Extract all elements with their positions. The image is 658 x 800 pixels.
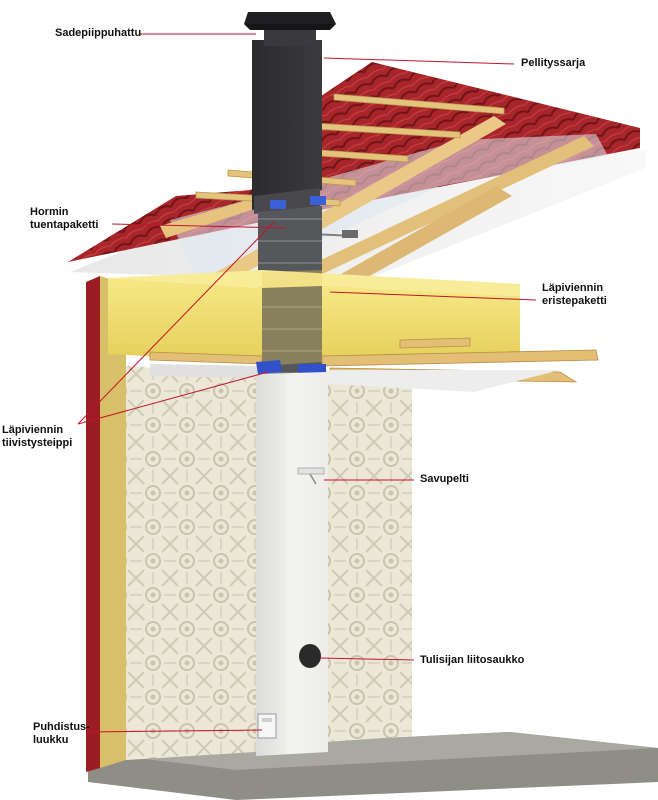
damper-handle (297, 467, 325, 485)
flue-connection-opening (299, 644, 321, 668)
label-lapiviennin-eristepaketti: Läpiviennin eristepaketti (542, 282, 607, 308)
leader-lines (77, 33, 537, 733)
cleaning-door (257, 713, 277, 739)
floor-top (88, 732, 658, 770)
label-text-line-1: Läpiviennin (542, 282, 604, 294)
label-pellityssarja: Pellityssarja (521, 57, 585, 70)
label-text: Pellityssarja (521, 57, 586, 69)
label-text-line-2: luukku (33, 734, 69, 746)
label-tulisijan-liitosaukko: Tulisijan liitosaukko (420, 654, 524, 667)
label-text-line-2: eristepaketti (542, 295, 607, 307)
rain-cap (244, 12, 336, 46)
wallpaper-wall-right (326, 380, 412, 742)
attic-insulation (108, 270, 520, 366)
wall-cladding (86, 276, 100, 772)
label-savupelti: Savupelti (420, 473, 469, 486)
label-puhdistusluukku: Puhdistus- luukku (33, 721, 90, 747)
wall-insulation (100, 276, 126, 768)
label-sadepiippuhattu: Sadepiippuhattu (55, 27, 141, 40)
ceiling-panel-right (322, 370, 560, 392)
label-text: Tulisijan liitosaukko (420, 654, 525, 666)
ceiling-panel-left (150, 364, 262, 378)
label-text-line-2: tiivistysteippi (2, 437, 73, 449)
label-text-line-2: tuentapaketti (30, 219, 99, 231)
label-text-line-1: Puhdistus- (33, 721, 90, 733)
chimney-brick-section (258, 206, 322, 378)
label-text: Sadepiippuhattu (55, 27, 142, 39)
label-hormin-tuentapaketti: Hormin tuentapaketti (30, 206, 98, 232)
label-lapiviennin-tiivistysteippi: Läpiviennin tiivistysteippi (2, 424, 72, 450)
label-text-line-1: Hormin (30, 206, 69, 218)
wallpaper-wall-left (126, 366, 256, 760)
label-text-line-1: Läpiviennin (2, 424, 64, 436)
chimney-stack (252, 40, 322, 210)
label-text: Savupelti (420, 473, 469, 485)
